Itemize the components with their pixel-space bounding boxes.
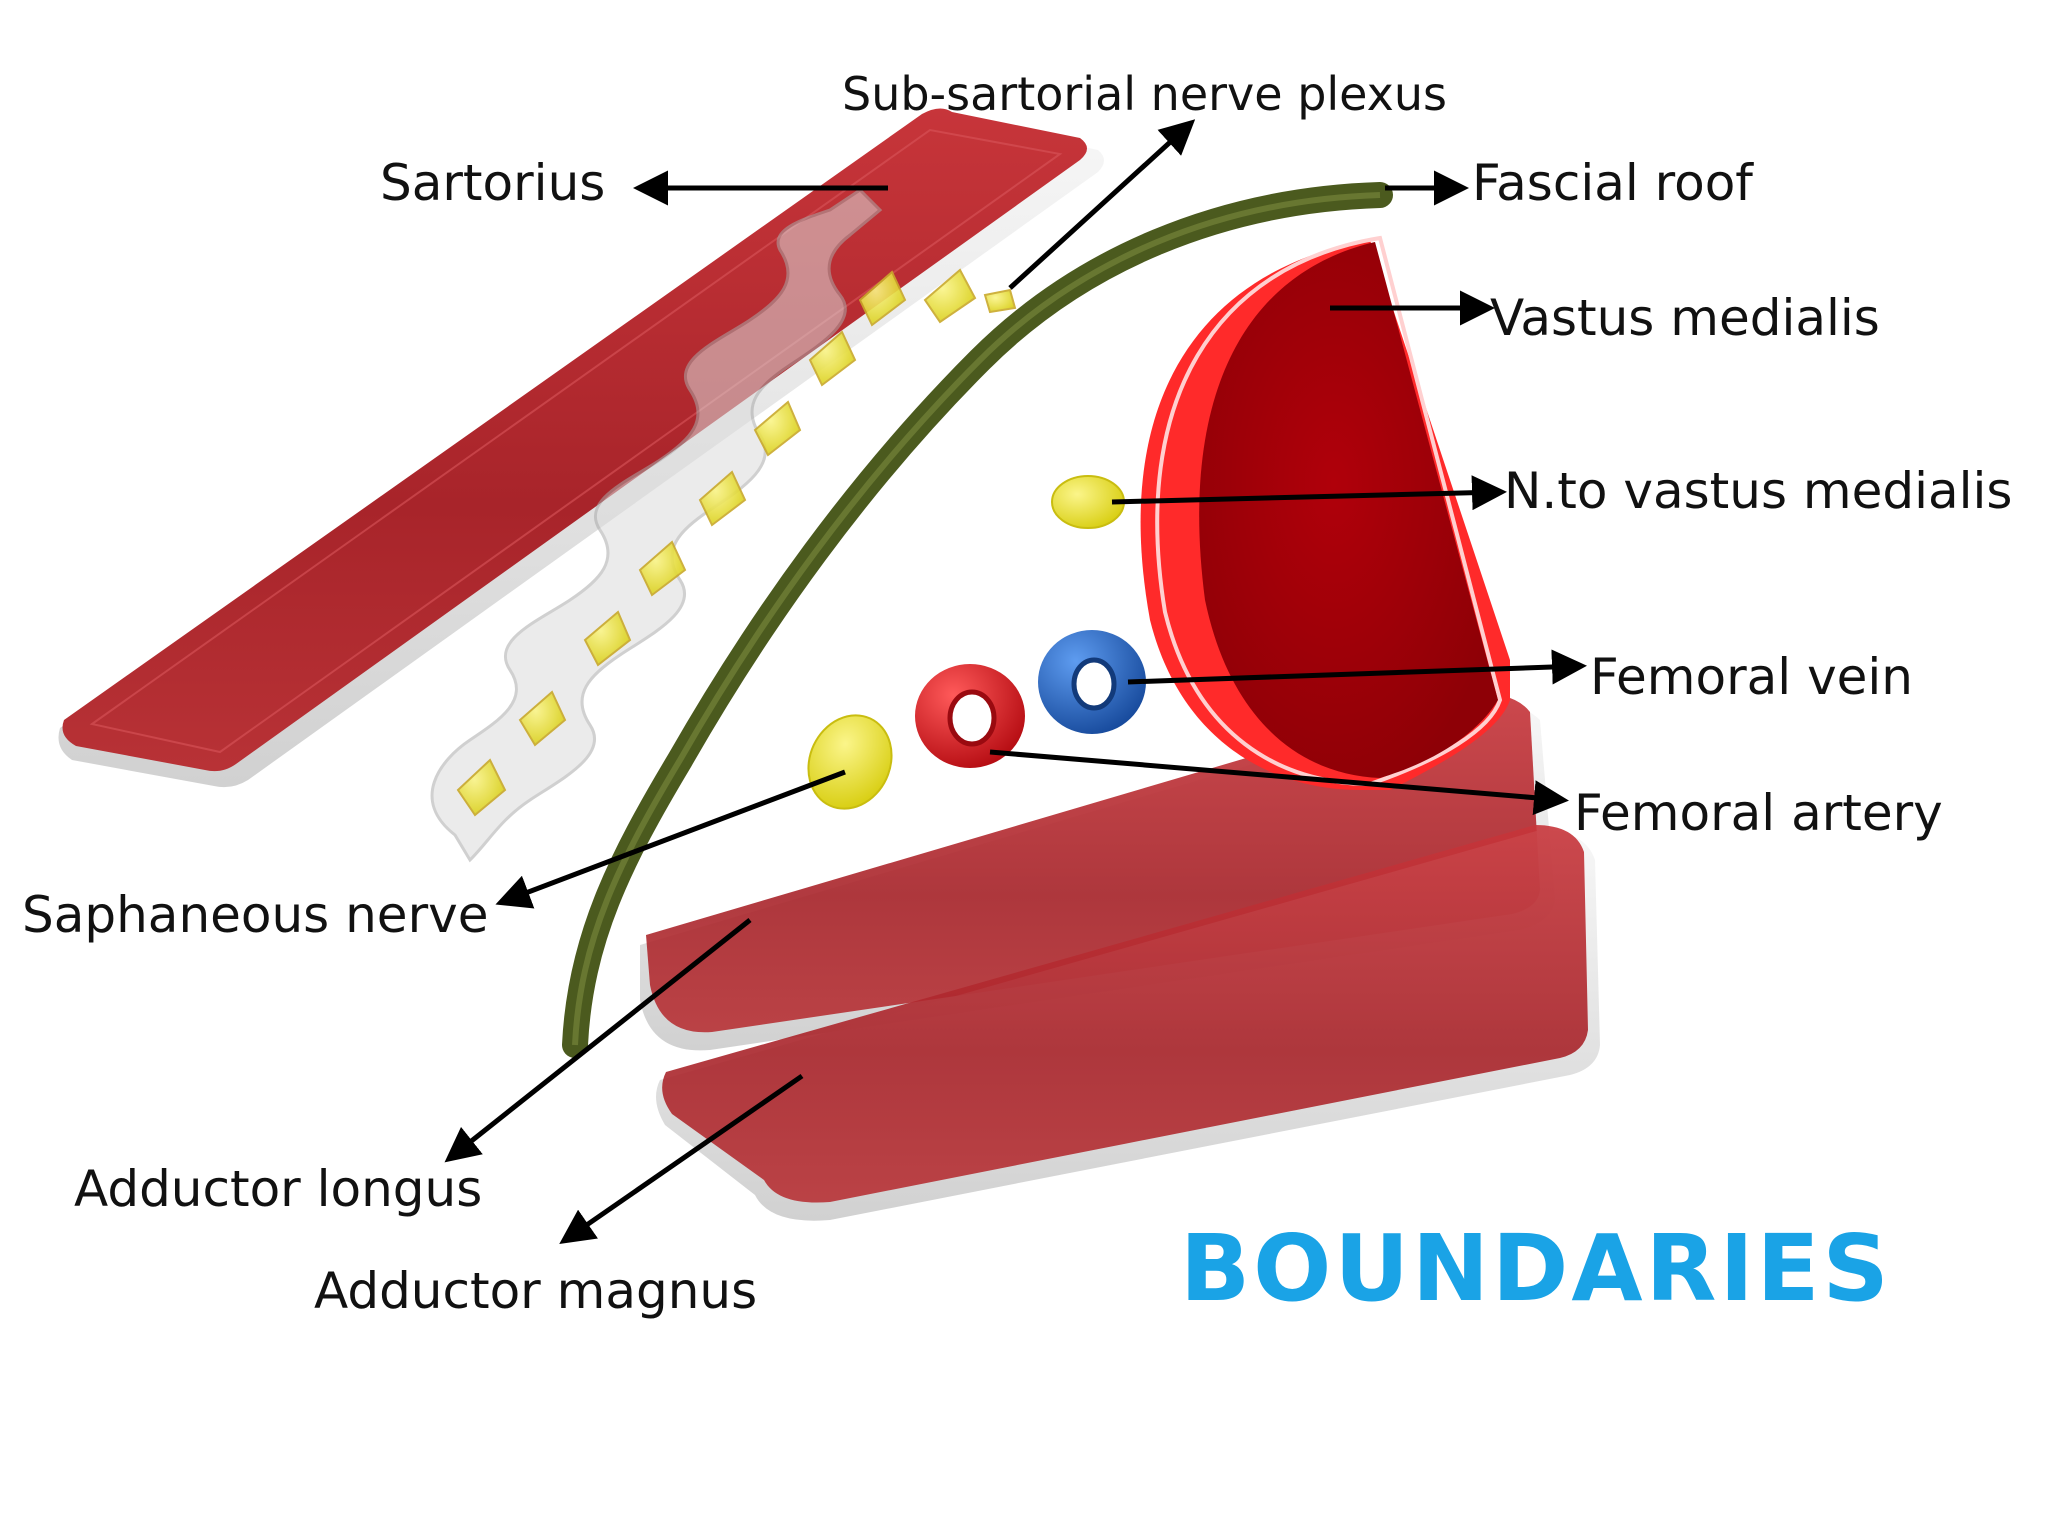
fascial-roof-highlight xyxy=(572,192,1381,1046)
label-n-to-vastus-medialis: N.to vastus medialis xyxy=(1504,462,2012,520)
label-adductor-longus: Adductor longus xyxy=(74,1160,482,1218)
page-title: BOUNDARIES xyxy=(1180,1215,1892,1322)
saphenous-nerve xyxy=(807,714,893,810)
arrow-sub-sartorial xyxy=(1008,119,1196,290)
femoral-vein xyxy=(1038,630,1146,734)
pointer-arrows xyxy=(444,119,1587,1244)
label-adductor-magnus: Adductor magnus xyxy=(314,1262,757,1320)
arrow-femoral-vein xyxy=(1127,649,1587,685)
arrow-n-to-vastus xyxy=(1111,475,1507,511)
label-sartorius: Sartorius xyxy=(380,154,605,212)
sub-sartorial-plexus xyxy=(430,188,1017,863)
label-sub-sartorial-plexus: Sub-sartorial nerve plexus xyxy=(842,67,1447,121)
label-vastus-medialis: Vastus medialis xyxy=(1490,289,1880,347)
vastus-medialis-muscle xyxy=(1140,235,1510,790)
arrow-femoral-artery xyxy=(989,749,1569,816)
label-fascial-roof: Fascial roof xyxy=(1472,154,1754,212)
label-saphenous-nerve: Saphaneous nerve xyxy=(22,886,488,944)
femoral-artery xyxy=(915,664,1025,768)
arrow-adductor-longus xyxy=(444,918,752,1163)
adductor-magnus-muscle xyxy=(656,825,1600,1221)
arrow-adductor-magnus xyxy=(559,1073,804,1244)
arrow-saphenous xyxy=(495,769,846,909)
label-femoral-artery: Femoral artery xyxy=(1574,784,1943,842)
label-femoral-vein: Femoral vein xyxy=(1590,648,1913,706)
